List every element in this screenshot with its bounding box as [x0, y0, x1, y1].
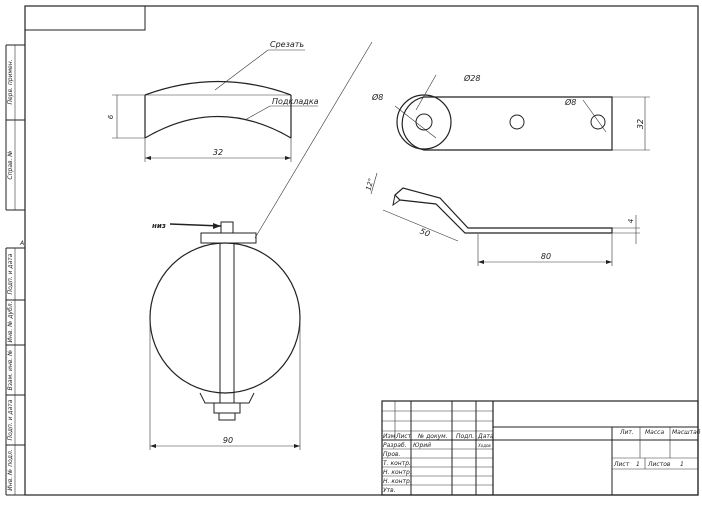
tb-sheets-label: Листов — [647, 461, 671, 468]
drawing-frame — [24, 5, 699, 496]
callout-cut-label: Срезать — [270, 40, 304, 49]
tb-role-norm-control-2: Н. контр. — [383, 478, 412, 485]
plan-view — [394, 74, 650, 151]
tb-sheets-value: 1 — [680, 461, 684, 468]
side-label-orig-inv: Инв. № подл. — [7, 449, 14, 490]
dia-hole-right: Ø8 — [564, 97, 576, 107]
tb-role-tech-control: Т. контр. — [383, 460, 411, 467]
side-label-first-use: Перв. примен. — [7, 59, 14, 104]
tb-col-date: Дата — [477, 433, 494, 440]
dia-hole-left: Ø8 — [371, 92, 383, 102]
tb-role-norm-control-1: Н. контр. — [383, 469, 412, 476]
dim-length-b: 80 — [541, 252, 551, 261]
tb-mass-header: Масса — [645, 429, 664, 436]
tb-col-doc-no: № докум. — [417, 433, 448, 440]
tb-role-checked: Пров. — [383, 451, 401, 458]
dim-diameter: 90 — [223, 436, 233, 445]
zone-letter: A — [19, 240, 24, 247]
pad-detail — [112, 49, 318, 162]
dia-boss: Ø28 — [463, 73, 480, 83]
tb-date-developer: Ходов — [477, 443, 491, 448]
callout-bottom-label: низ — [152, 222, 166, 230]
dim-angle: 12° — [365, 177, 376, 191]
tb-col-sheet: Лист — [395, 433, 412, 440]
tb-col-change: Изм — [383, 433, 396, 440]
dim-pad-width: 32 — [213, 148, 223, 157]
front-view — [149, 221, 301, 450]
dim-length-a: 50 — [419, 227, 432, 239]
side-label-sign-date-1: Подп. и дата — [7, 253, 14, 294]
side-label-ref-no: Справ. № — [7, 150, 14, 179]
bent-view — [370, 172, 640, 266]
title-block — [381, 400, 699, 496]
dim-pad-thickness: 6 — [107, 114, 115, 119]
tb-sheet-label: Лист — [613, 461, 630, 468]
detail-leader-line — [254, 41, 373, 239]
tb-sheet-value: 1 — [636, 461, 640, 468]
tb-col-sign: Подп. — [456, 433, 474, 440]
dim-plan-height: 32 — [636, 119, 645, 129]
tb-role-developer: Разраб. — [383, 442, 407, 449]
side-label-sign-date-2: Подп. и дата — [7, 399, 14, 440]
tb-lit-header: Лит. — [619, 429, 634, 436]
left-strip — [5, 44, 25, 496]
tb-scale-header: Масштаб — [672, 429, 701, 436]
callout-pad-label: Подкладка — [272, 97, 319, 106]
dim-bent-thickness: 4 — [627, 219, 635, 223]
tb-name-developer: Юрий — [413, 442, 431, 449]
tb-role-approved: Утв. — [383, 487, 396, 494]
side-label-repl-inv: Взам. инв. № — [7, 350, 14, 391]
top-left-stamp — [25, 6, 146, 31]
side-label-dup-inv: Инв. № дубл. — [7, 301, 14, 342]
